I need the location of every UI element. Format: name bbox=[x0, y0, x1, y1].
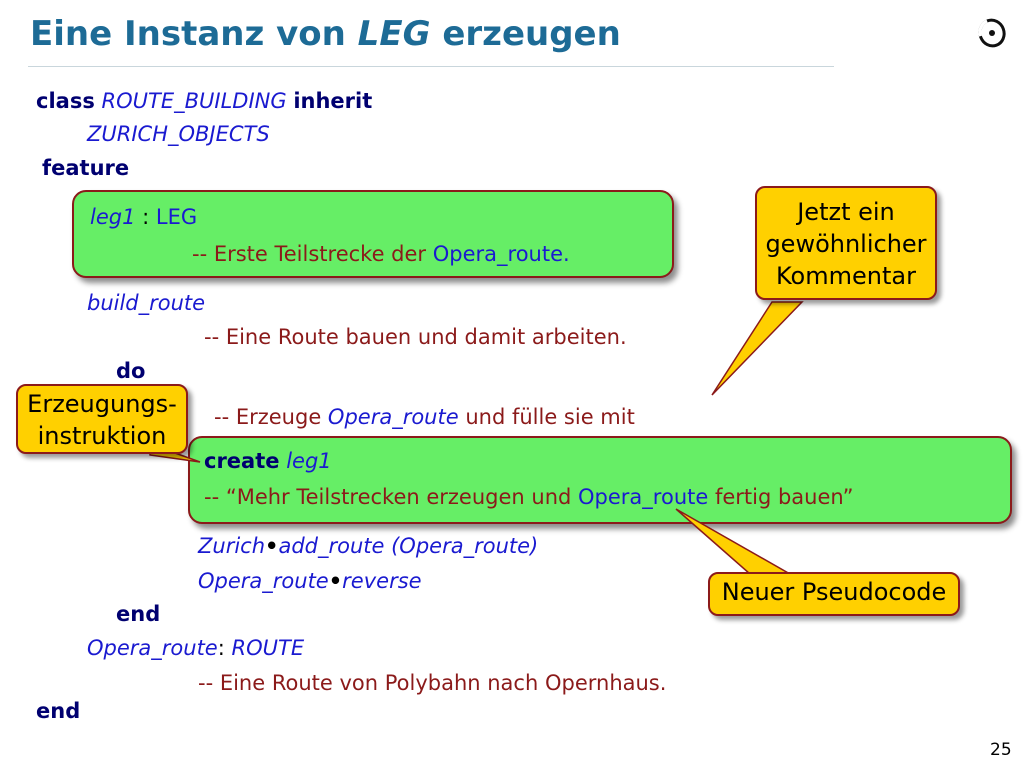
feature-line: feature bbox=[42, 155, 129, 181]
pseudocode-identifier: Opera_route bbox=[578, 485, 709, 509]
page-number: 25 bbox=[990, 740, 1012, 760]
create-comment-text: -- Erzeuge bbox=[214, 405, 328, 429]
title-pre: Eine Instanz von bbox=[30, 14, 358, 54]
comment-callout: Jetzt ein gewöhnlicher Kommentar bbox=[755, 186, 937, 300]
add-route-call: add_route (Opera_route) bbox=[278, 534, 539, 558]
class-keyword: class bbox=[36, 89, 95, 113]
comment-callout-pointer bbox=[711, 301, 804, 396]
title-leg: LEG bbox=[357, 14, 431, 54]
creation-callout-line-2: instruktion bbox=[37, 422, 167, 450]
leg1-identifier: leg1 bbox=[90, 205, 136, 229]
opera-route-identifier: Opera_route bbox=[198, 569, 329, 593]
inherit-keyword: inherit bbox=[293, 89, 373, 113]
end-keyword: end bbox=[116, 602, 161, 626]
leg-type: LEG bbox=[155, 205, 198, 229]
build-route-comment-text: -- Eine Route bauen und damit arbeiten. bbox=[204, 325, 627, 349]
comment-callout-line-2: gewöhnlicher bbox=[765, 230, 927, 258]
create-comment-identifier: Opera_route bbox=[327, 405, 459, 429]
end-do-line: end bbox=[116, 601, 160, 627]
build-route-comment: -- Eine Route bauen und damit arbeiten. bbox=[204, 324, 627, 350]
create-target: leg1 bbox=[286, 449, 332, 473]
create-comment-line: -- Erzeuge Opera_route und fülle sie mit bbox=[214, 404, 635, 430]
comment-callout-line-1: Jetzt ein bbox=[797, 198, 895, 226]
pseudocode-text: -- “Mehr Teilstrecken erzeugen und bbox=[204, 485, 579, 509]
leg1-colon: : bbox=[135, 205, 156, 229]
title-divider bbox=[28, 66, 834, 67]
class-end-keyword: end bbox=[36, 699, 81, 723]
build-route-identifier: build_route bbox=[87, 291, 206, 315]
class-line: class ROUTE_BUILDING inherit bbox=[36, 88, 372, 114]
create-highlight-box bbox=[188, 436, 1012, 524]
creation-callout: Erzeugungs- instruktion bbox=[16, 384, 188, 454]
dot-operator-icon: • bbox=[265, 534, 279, 558]
leg1-declaration: leg1 : LEG bbox=[90, 204, 197, 230]
title-post: erzeugen bbox=[430, 14, 621, 54]
eiffel-logo-icon bbox=[978, 18, 1006, 48]
pseudocode-callout-text: Neuer Pseudocode bbox=[721, 578, 947, 606]
opera-route-declaration: Opera_route: ROUTE bbox=[87, 635, 304, 661]
reverse-line: Opera_route•reverse bbox=[198, 568, 422, 594]
add-route-line: Zurich•add_route (Opera_route) bbox=[198, 533, 538, 559]
class-name: ROUTE_BUILDING bbox=[101, 89, 287, 113]
pseudocode-text-end: fertig bauen” bbox=[708, 485, 854, 509]
create-keyword: create bbox=[204, 449, 280, 473]
do-line: do bbox=[116, 358, 145, 384]
class-end-line: end bbox=[36, 698, 80, 724]
opera-route-comment: -- Eine Route von Polybahn nach Opernhau… bbox=[198, 670, 666, 696]
slide-title: Eine Instanz von LEG erzeugen bbox=[30, 14, 621, 54]
do-keyword: do bbox=[116, 359, 146, 383]
comment-callout-line-3: Kommentar bbox=[776, 262, 916, 290]
creation-callout-line-1: Erzeugungs- bbox=[27, 390, 177, 418]
opera-route-comment-text: -- Eine Route von Polybahn nach Opernhau… bbox=[198, 671, 667, 695]
parent-class-name: ZURICH_OBJECTS bbox=[87, 122, 270, 146]
leg1-comment: -- Erste Teilstrecke der Opera_route. bbox=[192, 241, 570, 267]
zurich-identifier: Zurich bbox=[198, 534, 266, 558]
opera-route-colon: : bbox=[217, 636, 232, 660]
parent-class-line: ZURICH_OBJECTS bbox=[87, 121, 270, 147]
dot-operator-icon: • bbox=[328, 569, 343, 593]
pseudocode-line: -- “Mehr Teilstrecken erzeugen und Opera… bbox=[204, 484, 853, 510]
route-type: ROUTE bbox=[231, 636, 305, 660]
opera-route-decl-identifier: Opera_route bbox=[87, 636, 218, 660]
leg1-comment-text: -- Erste Teilstrecke der bbox=[192, 242, 433, 266]
pseudocode-callout-pointer bbox=[675, 508, 793, 575]
leg1-highlight-box bbox=[72, 190, 674, 278]
create-instruction: create leg1 bbox=[204, 448, 332, 474]
feature-keyword: feature bbox=[42, 156, 130, 180]
reverse-call: reverse bbox=[342, 569, 422, 593]
build-route-line: build_route bbox=[87, 290, 205, 316]
leg1-comment-identifier: Opera_route. bbox=[432, 242, 570, 266]
pseudocode-callout: Neuer Pseudocode bbox=[708, 572, 960, 616]
create-comment-text-end: und fülle sie mit bbox=[458, 405, 635, 429]
